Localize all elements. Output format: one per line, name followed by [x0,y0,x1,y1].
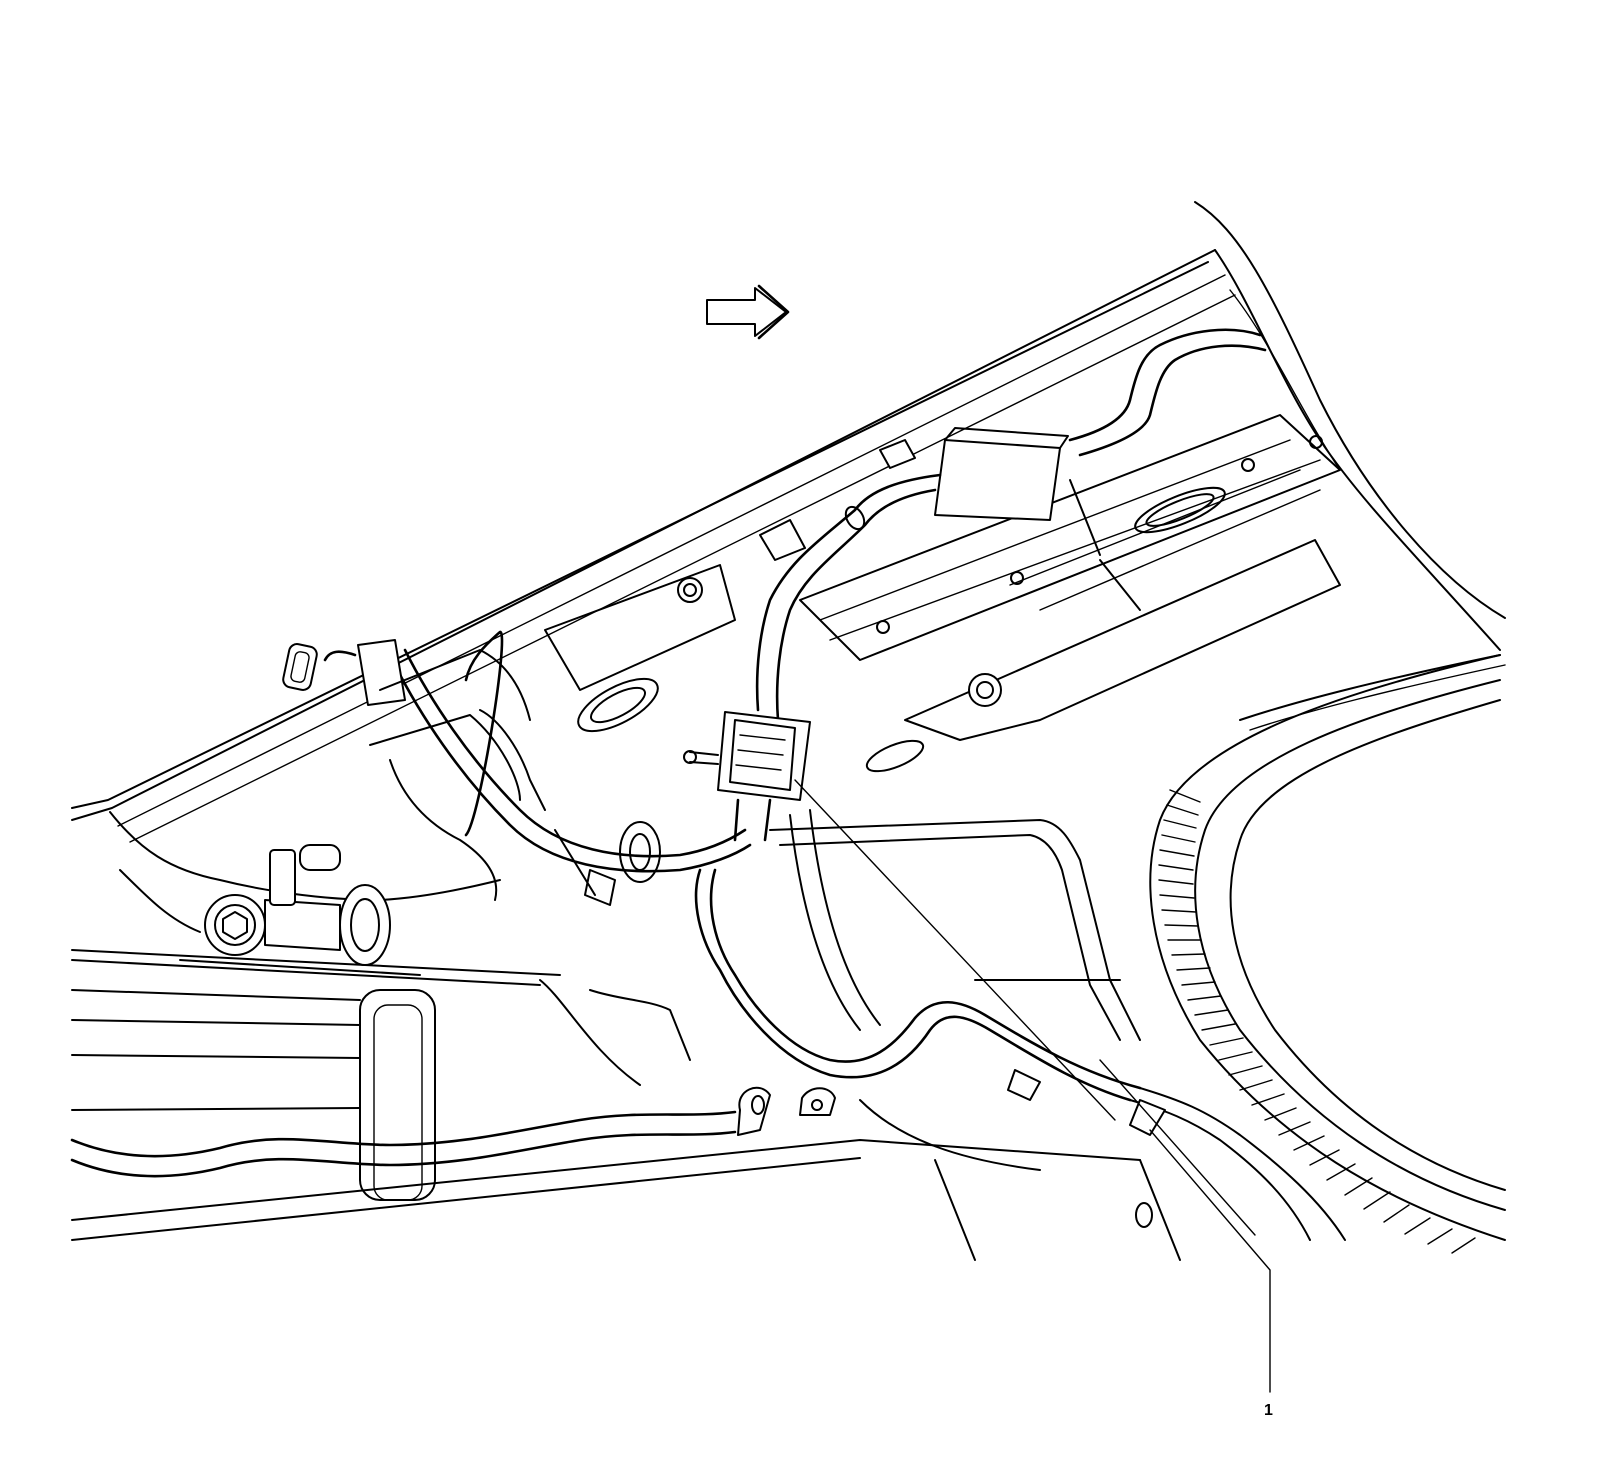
callout-label-1: 1 [1264,1402,1273,1419]
upper-body-panel [71,201,1506,843]
wiring-harness-lower [694,868,1346,1241]
wiring-harness-upper [755,328,1267,722]
structural-rails [544,414,1341,773]
central-connector [683,711,811,842]
sill-and-harness [70,949,1181,1261]
callout-1: 1 [1149,1129,1273,1419]
wiring-harness-left [282,630,752,883]
fasteners [554,439,1002,906]
wheel-opening [1149,654,1506,1254]
lower-trim-panel [769,779,1256,1236]
forward-arrow-icon [706,284,790,340]
bolt-assembly [179,844,421,976]
